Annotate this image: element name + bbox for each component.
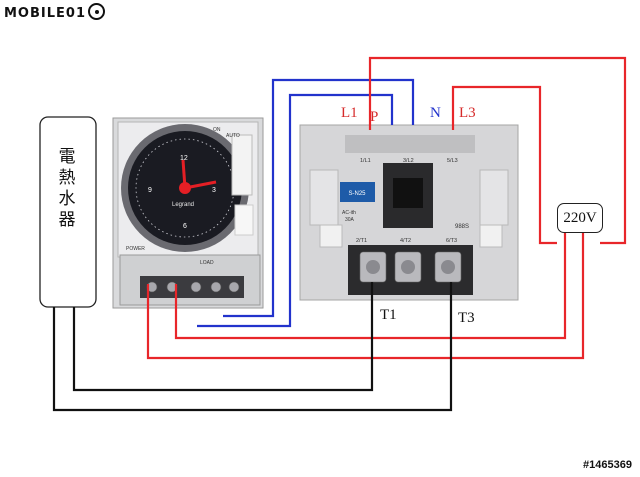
- contactor-terminal-top-2: 3/L2: [403, 158, 414, 164]
- wire-live-l3: [451, 85, 557, 245]
- wire-live-top: [368, 56, 627, 245]
- wire-live-timer-1: [174, 231, 567, 340]
- wire-live-timer-2: [146, 231, 585, 360]
- timer-label-on: ON: [213, 127, 221, 133]
- logo-eye-icon: [88, 3, 105, 20]
- svg-text:12: 12: [180, 155, 188, 162]
- timer-label-power: POWER: [126, 246, 145, 252]
- contactor-model: S-N25: [348, 191, 366, 197]
- heater-label: 電熱水器: [58, 147, 76, 230]
- timer-label-load: LOAD: [200, 260, 214, 266]
- label-n: N: [430, 105, 441, 121]
- contactor-terminal-bottom-1: 2/T1: [356, 238, 367, 244]
- contactor-terminal-bottom-2: 4/T2: [400, 238, 411, 244]
- contactor-terminal-top-1: 1/L1: [360, 158, 371, 164]
- timer-brand: Legrand: [172, 202, 194, 208]
- contactor-terminal-bottom-3: 6/T3: [446, 238, 457, 244]
- label-t1: T1: [380, 307, 397, 323]
- label-p: P: [370, 109, 379, 125]
- brand-logo: MOBILE01: [4, 3, 105, 21]
- wire-neutral-inner: [197, 93, 394, 328]
- heater-box: [39, 116, 97, 308]
- wire-neutral-outer: [223, 78, 415, 318]
- timer-device: Legrand 12 3 6 9 ON AUTO POWER LOAD: [112, 117, 264, 309]
- contactor-device: 1/L1 3/L2 5/L3 S-N25 AC-ith 30A 988S 2/T…: [299, 124, 519, 301]
- svg-text:3: 3: [212, 187, 216, 194]
- wire-load-t1: [72, 282, 374, 392]
- svg-text:AC-ith: AC-ith: [342, 210, 356, 216]
- timer-label-auto: AUTO: [226, 133, 240, 139]
- label-l1: L1: [341, 105, 358, 121]
- contactor-terminal-top-3: 5/L3: [447, 158, 458, 164]
- power-source-box: 220V: [557, 203, 603, 233]
- svg-text:9: 9: [148, 187, 152, 194]
- label-t3: T3: [458, 310, 475, 326]
- svg-text:6: 6: [183, 223, 187, 230]
- contactor-side-code: 988S: [455, 224, 469, 230]
- wire-load-t3: [52, 282, 453, 412]
- logo-text: MOBILE01: [4, 6, 86, 21]
- label-l3: L3: [459, 105, 476, 121]
- svg-text:30A: 30A: [345, 217, 355, 223]
- watermark: #1465369: [583, 459, 632, 471]
